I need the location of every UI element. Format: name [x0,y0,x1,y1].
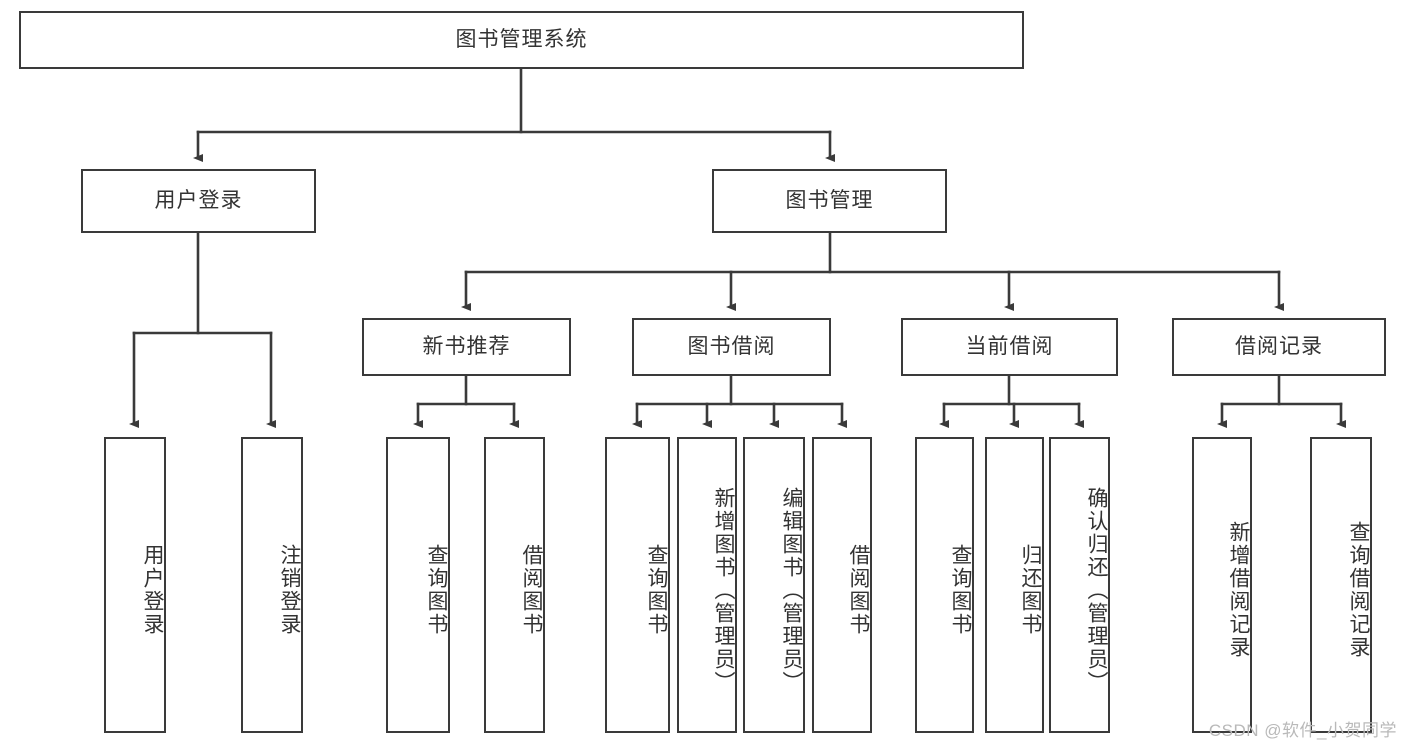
node-label: 查询图书 [645,544,668,636]
node-leaf-query-record[interactable]: 查询借阅记录 [1310,437,1372,733]
node-leaf-query-book-3[interactable]: 查询图书 [915,437,974,733]
node-leaf-borrow-book-2[interactable]: 借阅图书 [812,437,872,733]
node-borrow-record[interactable]: 借阅记录 [1172,318,1386,376]
node-leaf-edit-book[interactable]: 编辑图书（管理员） [743,437,805,733]
node-label: 借阅记录 [1235,335,1323,359]
node-label: 用户登录 [141,544,164,636]
node-label: 新增图书（管理员） [712,486,735,694]
node-root[interactable]: 图书管理系统 [19,11,1024,69]
node-label: 当前借阅 [965,335,1054,359]
node-leaf-user-login[interactable]: 用户登录 [104,437,166,733]
node-label: 新书推荐 [422,335,511,359]
node-leaf-add-record[interactable]: 新增借阅记录 [1192,437,1252,733]
node-label: 图书管理系统 [455,28,588,52]
node-label: 查询图书 [425,544,448,636]
node-label: 图书管理 [785,189,874,213]
node-label: 借阅图书 [520,544,543,636]
node-new-book-rec[interactable]: 新书推荐 [362,318,571,376]
node-book-borrow[interactable]: 图书借阅 [632,318,831,376]
node-label: 归还图书 [1019,544,1042,636]
node-user-login[interactable]: 用户登录 [81,169,316,233]
node-label: 编辑图书（管理员） [780,486,803,694]
node-leaf-return-book[interactable]: 归还图书 [985,437,1044,733]
node-label: 用户登录 [154,189,243,213]
node-label: 新增借阅记录 [1227,521,1250,659]
node-label: 确认归还（管理员） [1085,486,1108,694]
node-label: 借阅图书 [847,544,870,636]
node-leaf-confirm-return[interactable]: 确认归还（管理员） [1049,437,1110,733]
node-leaf-query-book-1[interactable]: 查询图书 [386,437,450,733]
node-current-borrow[interactable]: 当前借阅 [901,318,1118,376]
node-leaf-query-book-2[interactable]: 查询图书 [605,437,670,733]
node-label: 查询借阅记录 [1347,521,1370,659]
csdn-watermark: CSDN @软件_小贺同学 [1208,721,1397,740]
node-label: 图书借阅 [687,335,776,359]
node-book-manage[interactable]: 图书管理 [712,169,947,233]
node-leaf-borrow-book-1[interactable]: 借阅图书 [484,437,545,733]
node-label: 查询图书 [949,544,972,636]
node-label: 注销登录 [278,544,301,636]
node-leaf-logout[interactable]: 注销登录 [241,437,303,733]
node-leaf-add-book[interactable]: 新增图书（管理员） [677,437,737,733]
